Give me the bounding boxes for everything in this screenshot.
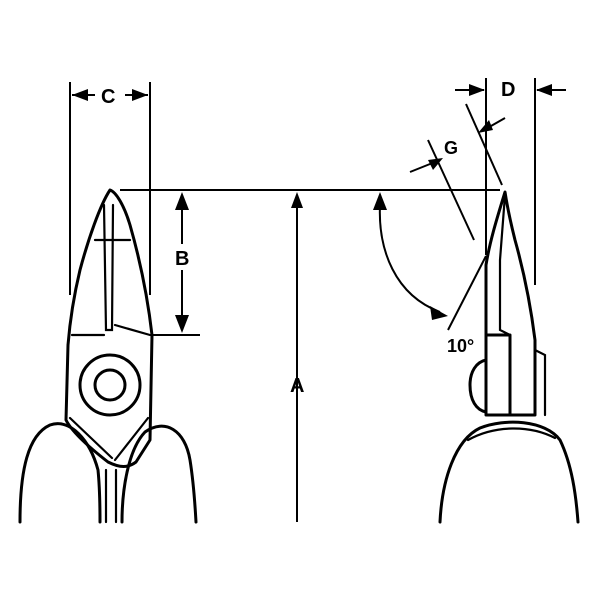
side-handle [438,420,580,524]
front-head-outline [64,188,154,468]
front-jaw-edge [70,323,152,337]
front-pivot-inner [93,368,127,402]
dimension-b-arrow-top [175,192,189,210]
dimension-d-arrow-left [469,84,485,96]
front-handle-right [120,424,198,524]
pliers-side-view [438,190,580,524]
front-handle-inner [104,468,118,524]
front-neck-lines [68,416,150,462]
side-handle-top [466,427,557,442]
side-pivot-block [468,333,512,417]
side-pivot-right [533,348,547,417]
label-g: G [444,138,458,158]
angle-arc [378,204,441,313]
dimension-g-extension-right [465,103,503,186]
dimension-a-arrow [291,192,303,208]
dimension-c-arrow-left [72,89,88,101]
dimension-b-arrow-bottom [175,315,189,333]
label-d: D [501,79,515,101]
dimension-g-arrow-left [428,158,443,170]
front-pivot-outer [78,353,142,417]
front-handle-left [18,422,102,524]
pliers-front-view [18,188,198,524]
front-tip-detail [93,203,132,332]
side-blade-bevel [498,193,512,337]
label-angle: 10° [447,336,474,356]
label-b-background [172,244,192,270]
label-b: B [175,248,189,270]
dimension-g-extension-left [427,139,475,241]
label-c: C [101,86,115,108]
side-blade-outline [484,190,537,417]
dimension-d-arrow-right [536,84,552,96]
dimension-c-arrow-right [132,89,148,101]
angle-reference-line [447,255,487,331]
label-a: A [290,375,304,397]
angle-arrow-bottom [430,306,448,320]
angle-arrow-top [373,192,387,210]
dimension-g-arrow-right [478,120,493,133]
